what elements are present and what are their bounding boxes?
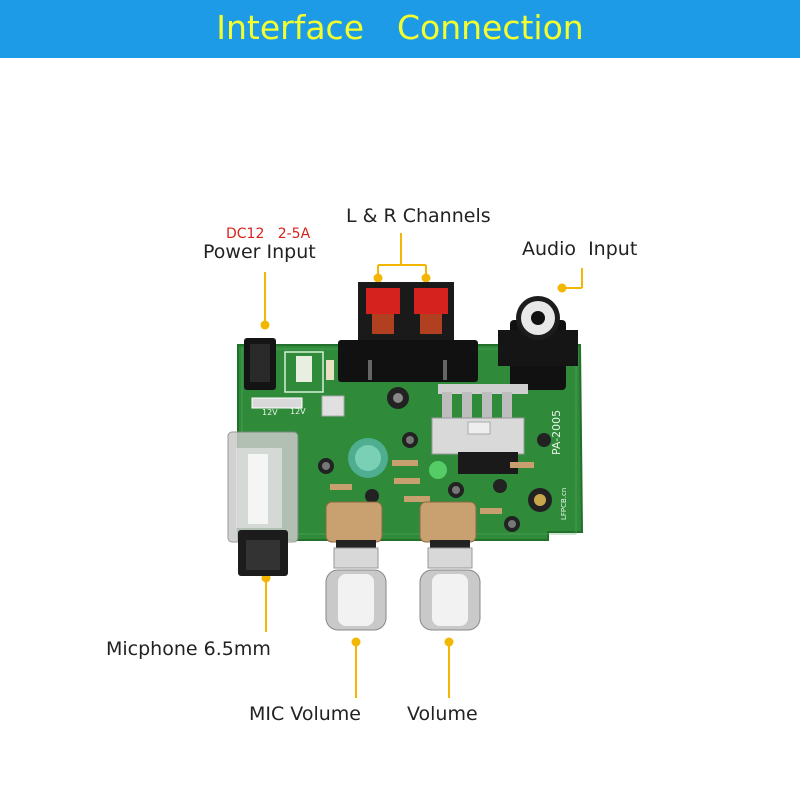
board-cap-text-2: 12V — [290, 407, 306, 416]
power-spec-label: DC12 2-5A — [226, 226, 311, 242]
power-input-label: Power Input — [203, 241, 316, 263]
board-brand-text: LFPCB.cn — [560, 488, 568, 520]
title-banner — [0, 0, 800, 58]
capacitors — [318, 387, 552, 532]
microphone-jack — [227, 431, 299, 576]
microphone-label: Micphone 6.5mm — [106, 638, 271, 660]
lr-channels-label: L & R Channels — [346, 205, 491, 227]
volume-potentiometer — [419, 501, 481, 631]
audio-input-label: Audio Input — [522, 238, 638, 260]
speaker-terminal — [338, 282, 478, 382]
rca-audio-jack — [498, 296, 578, 390]
amplifier-chip — [458, 452, 518, 474]
leader-lines — [260, 233, 583, 698]
power-connector-block — [296, 356, 312, 382]
resistors — [330, 460, 534, 514]
board-cap-text: 12V — [262, 408, 278, 417]
page-title: Interface Connection — [216, 8, 584, 47]
mic-volume-label: MIC Volume — [249, 703, 361, 725]
heatsink — [431, 384, 528, 474]
volume-label: Volume — [407, 703, 478, 725]
small-connector — [321, 395, 345, 417]
mic-volume-potentiometer — [325, 501, 387, 631]
board-model-text: PA-2005 — [550, 410, 563, 455]
diode — [251, 397, 303, 409]
